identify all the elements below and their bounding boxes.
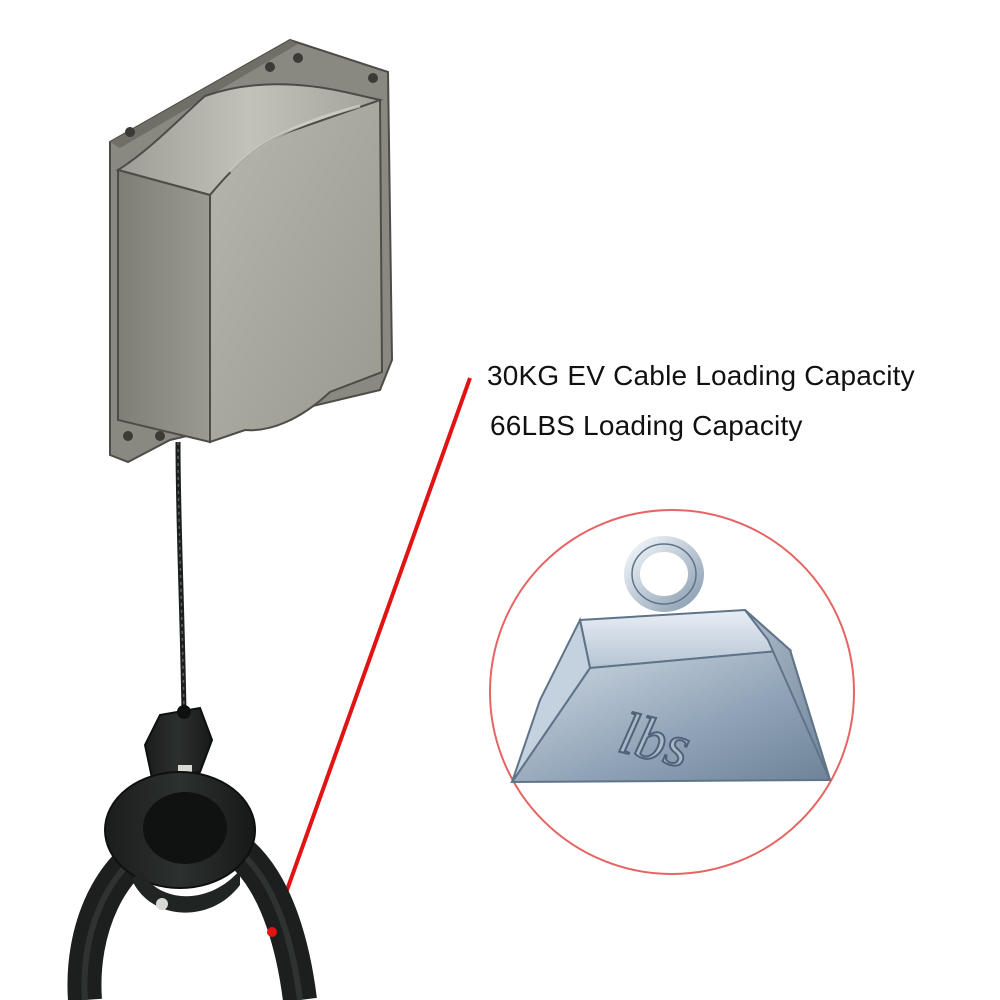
capacity-caption-kg: 30KG EV Cable Loading Capacity <box>487 360 915 391</box>
retraction-cord <box>175 441 187 713</box>
mount-hole <box>155 431 165 441</box>
mount-hole <box>123 431 133 441</box>
mount-hole <box>265 62 275 72</box>
pointer-line <box>270 377 472 933</box>
capacity-caption-lbs: 66LBS Loading Capacity <box>490 410 803 441</box>
cable-reel-unit <box>109 38 394 464</box>
mount-hole <box>368 73 378 83</box>
reel-housing-side <box>117 168 211 444</box>
mount-hole <box>293 53 303 63</box>
weight-badge: lbs <box>489 509 855 875</box>
mount-hole <box>125 127 135 137</box>
ev-cable-holder <box>67 705 317 1000</box>
